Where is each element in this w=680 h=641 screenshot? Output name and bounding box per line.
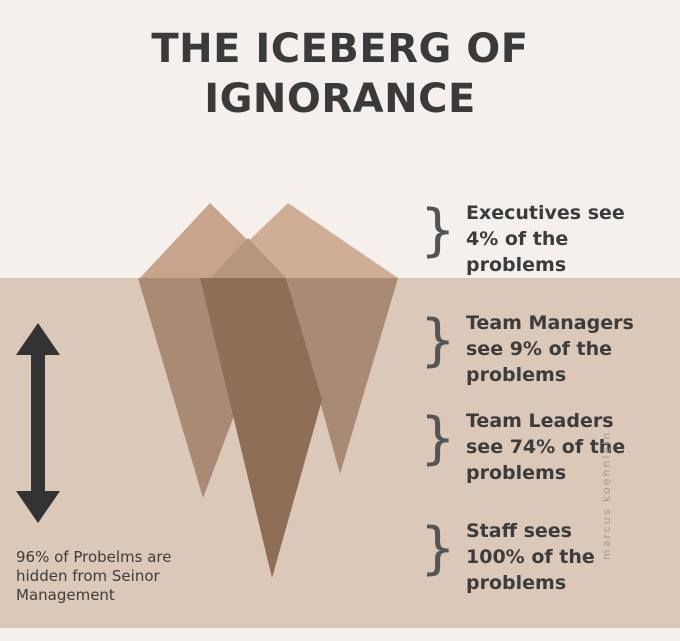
level-label-line: problems bbox=[466, 364, 567, 386]
level-label-line: see 9% of the bbox=[466, 338, 612, 360]
level-label-team-managers: Team Managers see 9% of the problems bbox=[466, 310, 666, 388]
note-line: hidden from Seinor bbox=[16, 567, 160, 585]
level-label-executives: Executives see 4% of the problems bbox=[466, 200, 666, 278]
iceberg-peak-overlap bbox=[210, 238, 286, 278]
level-label-line: Executives see bbox=[466, 202, 625, 224]
level-label-line: 4% of the bbox=[466, 228, 569, 250]
level-label-team-leaders: Team Leaders see 74% of the problems bbox=[466, 408, 666, 486]
level-label-line: Team Managers bbox=[466, 312, 634, 334]
brace-icon: } bbox=[420, 198, 456, 263]
level-label-line: problems bbox=[466, 572, 567, 594]
level-label-staff: Staff sees 100% of the problems bbox=[466, 518, 666, 596]
level-label-line: problems bbox=[466, 254, 567, 276]
author-credit: marcus koehnlein bbox=[600, 430, 613, 560]
hidden-problems-note: 96% of Probelms are hidden from Seinor M… bbox=[16, 548, 226, 605]
bottom-strip bbox=[0, 628, 680, 641]
level-label-line: see 74% of the bbox=[466, 436, 626, 458]
level-label-line: Staff sees bbox=[466, 520, 572, 542]
page-title: THE ICEBERG OF IGNORANCE bbox=[0, 24, 680, 124]
iceberg-spike-center bbox=[200, 278, 322, 578]
iceberg-spike-right bbox=[286, 278, 398, 474]
brace-icon: } bbox=[420, 308, 456, 373]
note-line: Management bbox=[16, 586, 115, 604]
brace-icon: } bbox=[420, 406, 456, 471]
level-label-line: 100% of the bbox=[466, 546, 595, 568]
title-line-1: THE ICEBERG OF bbox=[151, 26, 529, 72]
title-line-2: IGNORANCE bbox=[204, 76, 476, 122]
level-label-line: Team Leaders bbox=[466, 410, 614, 432]
double-arrow-icon bbox=[16, 323, 60, 523]
level-label-line: problems bbox=[466, 462, 567, 484]
note-line: 96% of Probelms are bbox=[16, 548, 172, 566]
brace-icon: } bbox=[420, 516, 456, 581]
